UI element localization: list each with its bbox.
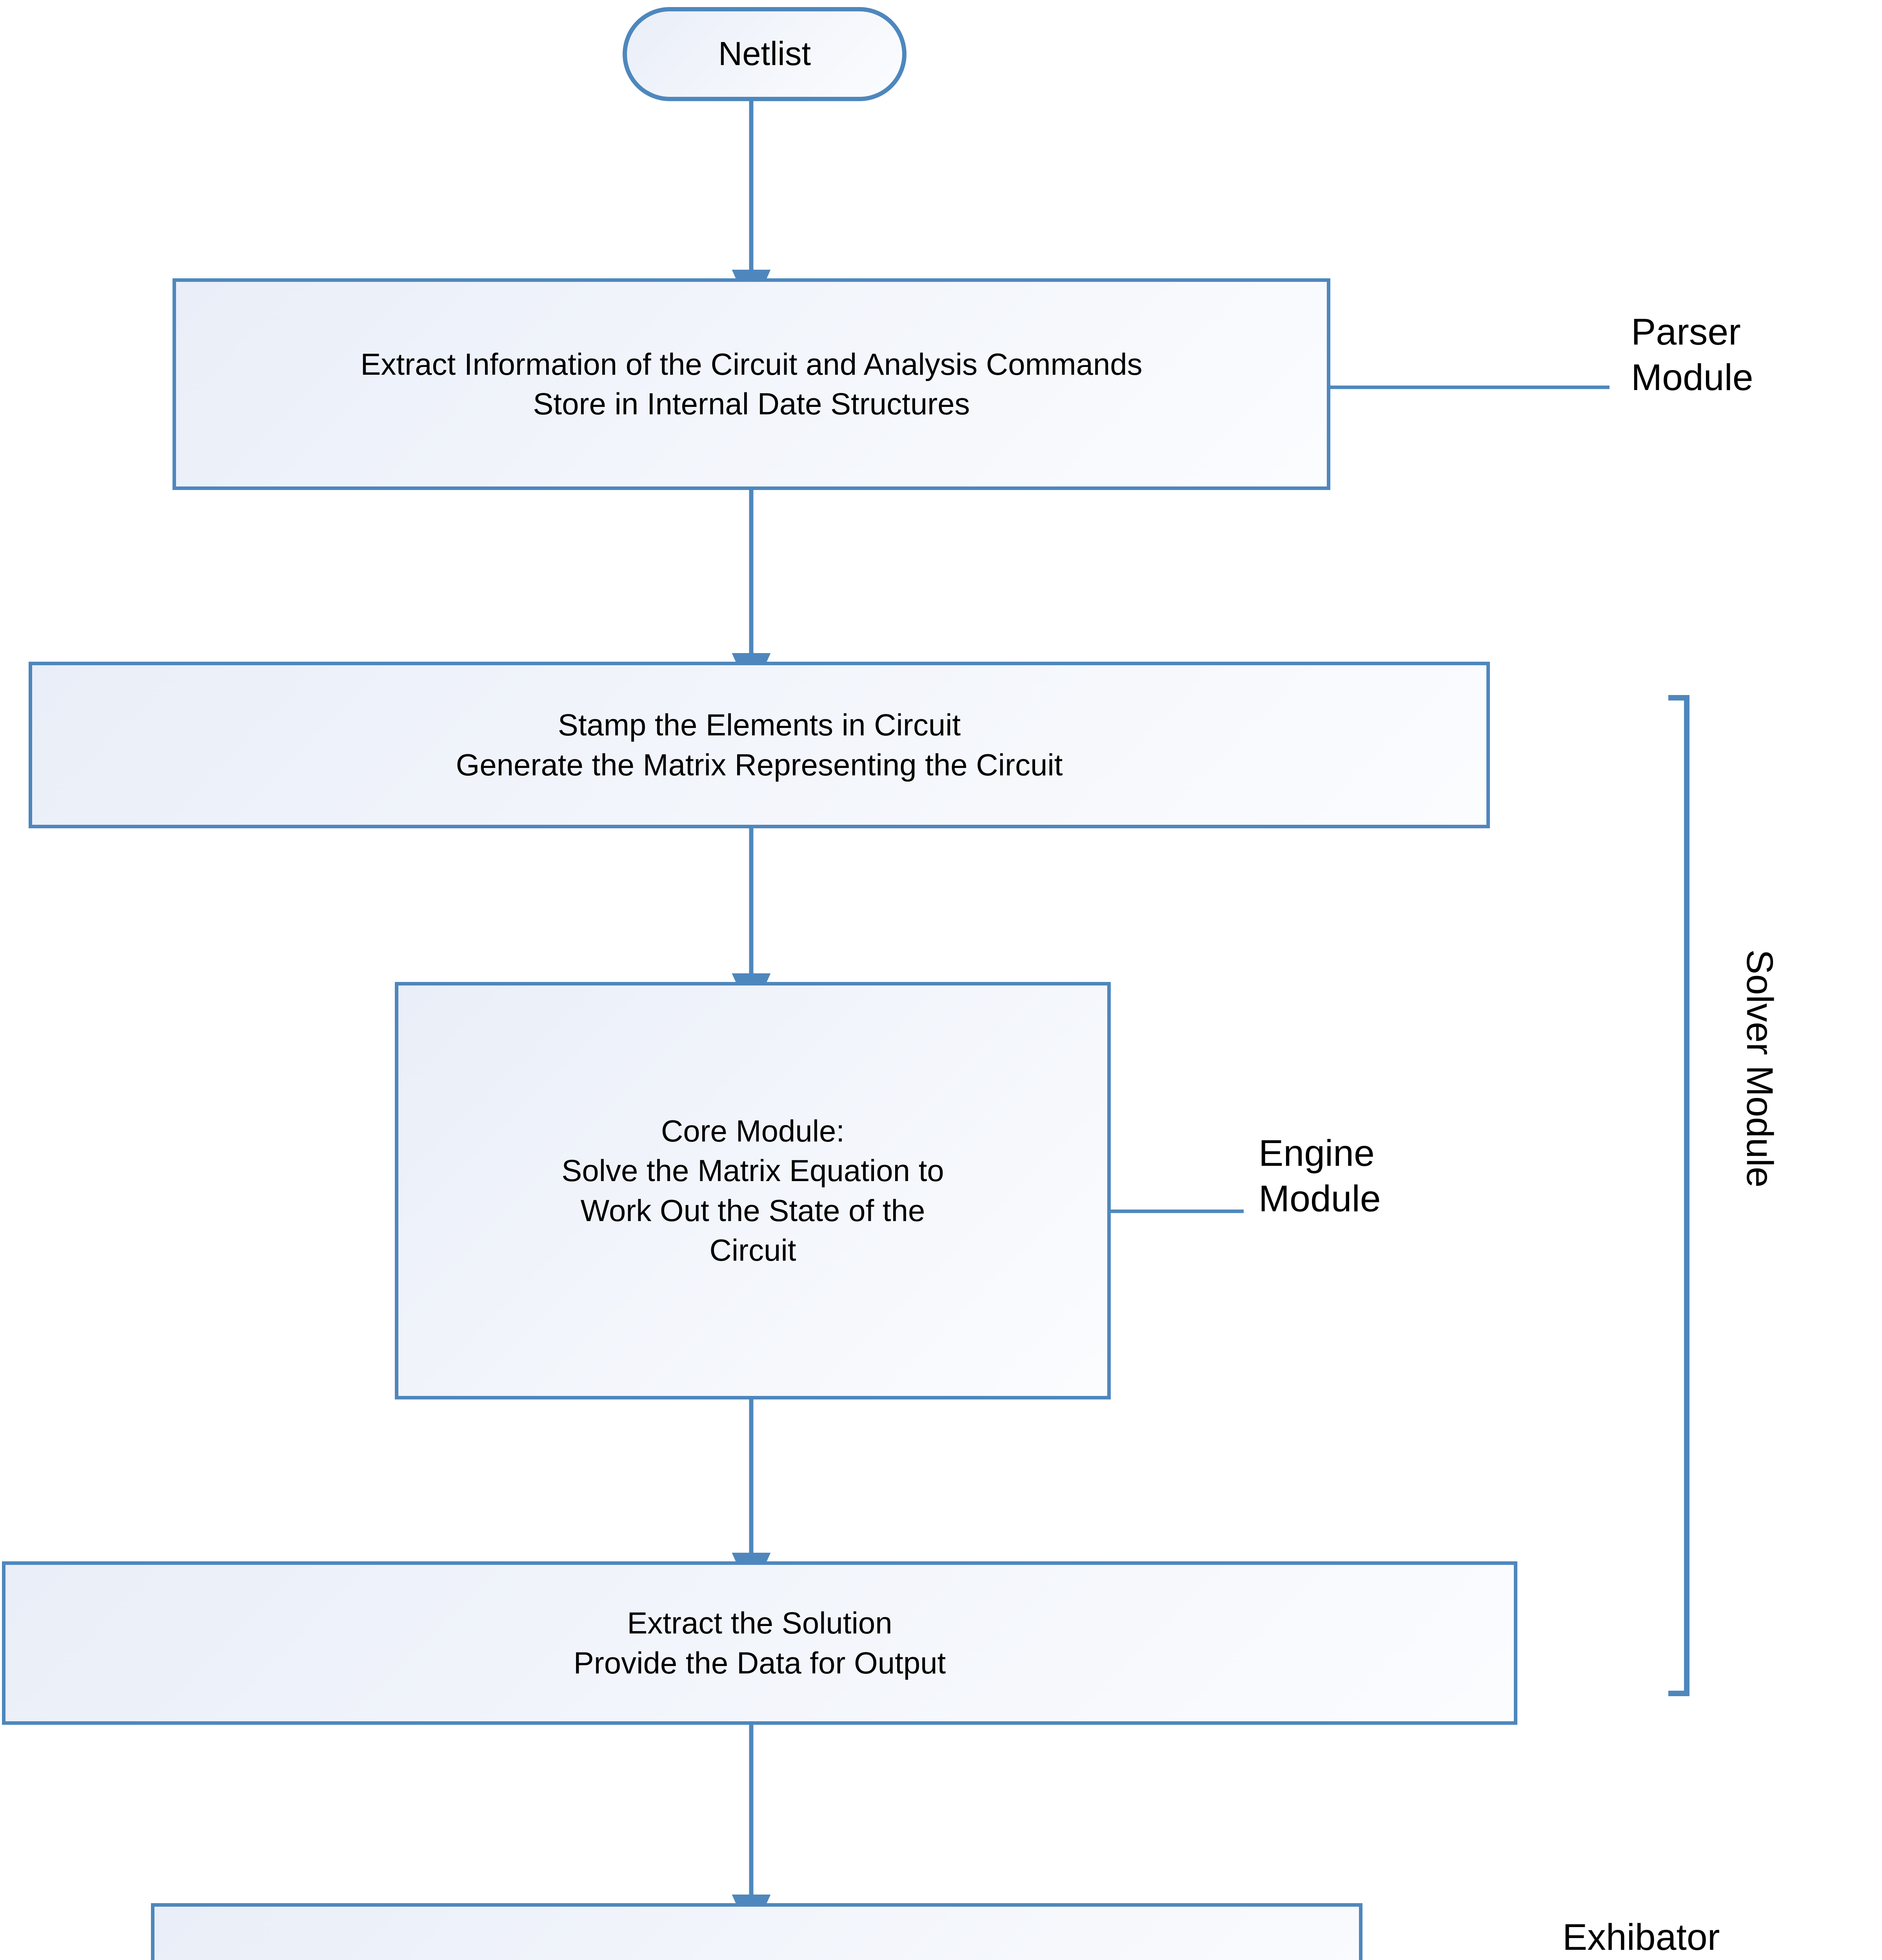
node-solution-step[interactable]: Extract the Solution Provide the Data fo… [2,1561,1517,1725]
annotation-exhibator-module: Exhibator Module [1562,1916,1720,1958]
node-parser-step[interactable]: Extract Information of the Circuit and A… [173,278,1330,490]
node-core-step[interactable]: Core Module: Solve the Matrix Equation t… [395,982,1111,1399]
node-core-step-label: Core Module: Solve the Matrix Equation t… [561,1113,944,1267]
node-stamp-step[interactable]: Stamp the Elements in Circuit Generate t… [29,662,1490,828]
annotation-parser-module: Parser Module [1631,311,1753,398]
node-stamp-step-label: Stamp the Elements in Circuit Generate t… [456,708,1063,782]
node-start-netlist-label: Netlist [718,35,811,73]
node-parser-step-label: Extract Information of the Circuit and A… [360,347,1143,421]
node-output-step[interactable]: Output the Circuit Status Using Text or … [151,1903,1362,1960]
annotation-engine-module: Engine Module [1259,1132,1381,1220]
node-solution-step-label: Extract the Solution Provide the Data fo… [573,1606,946,1680]
node-start-netlist[interactable]: Netlist [623,7,906,101]
annotation-solver-module: Solver Module [1739,949,1780,1188]
